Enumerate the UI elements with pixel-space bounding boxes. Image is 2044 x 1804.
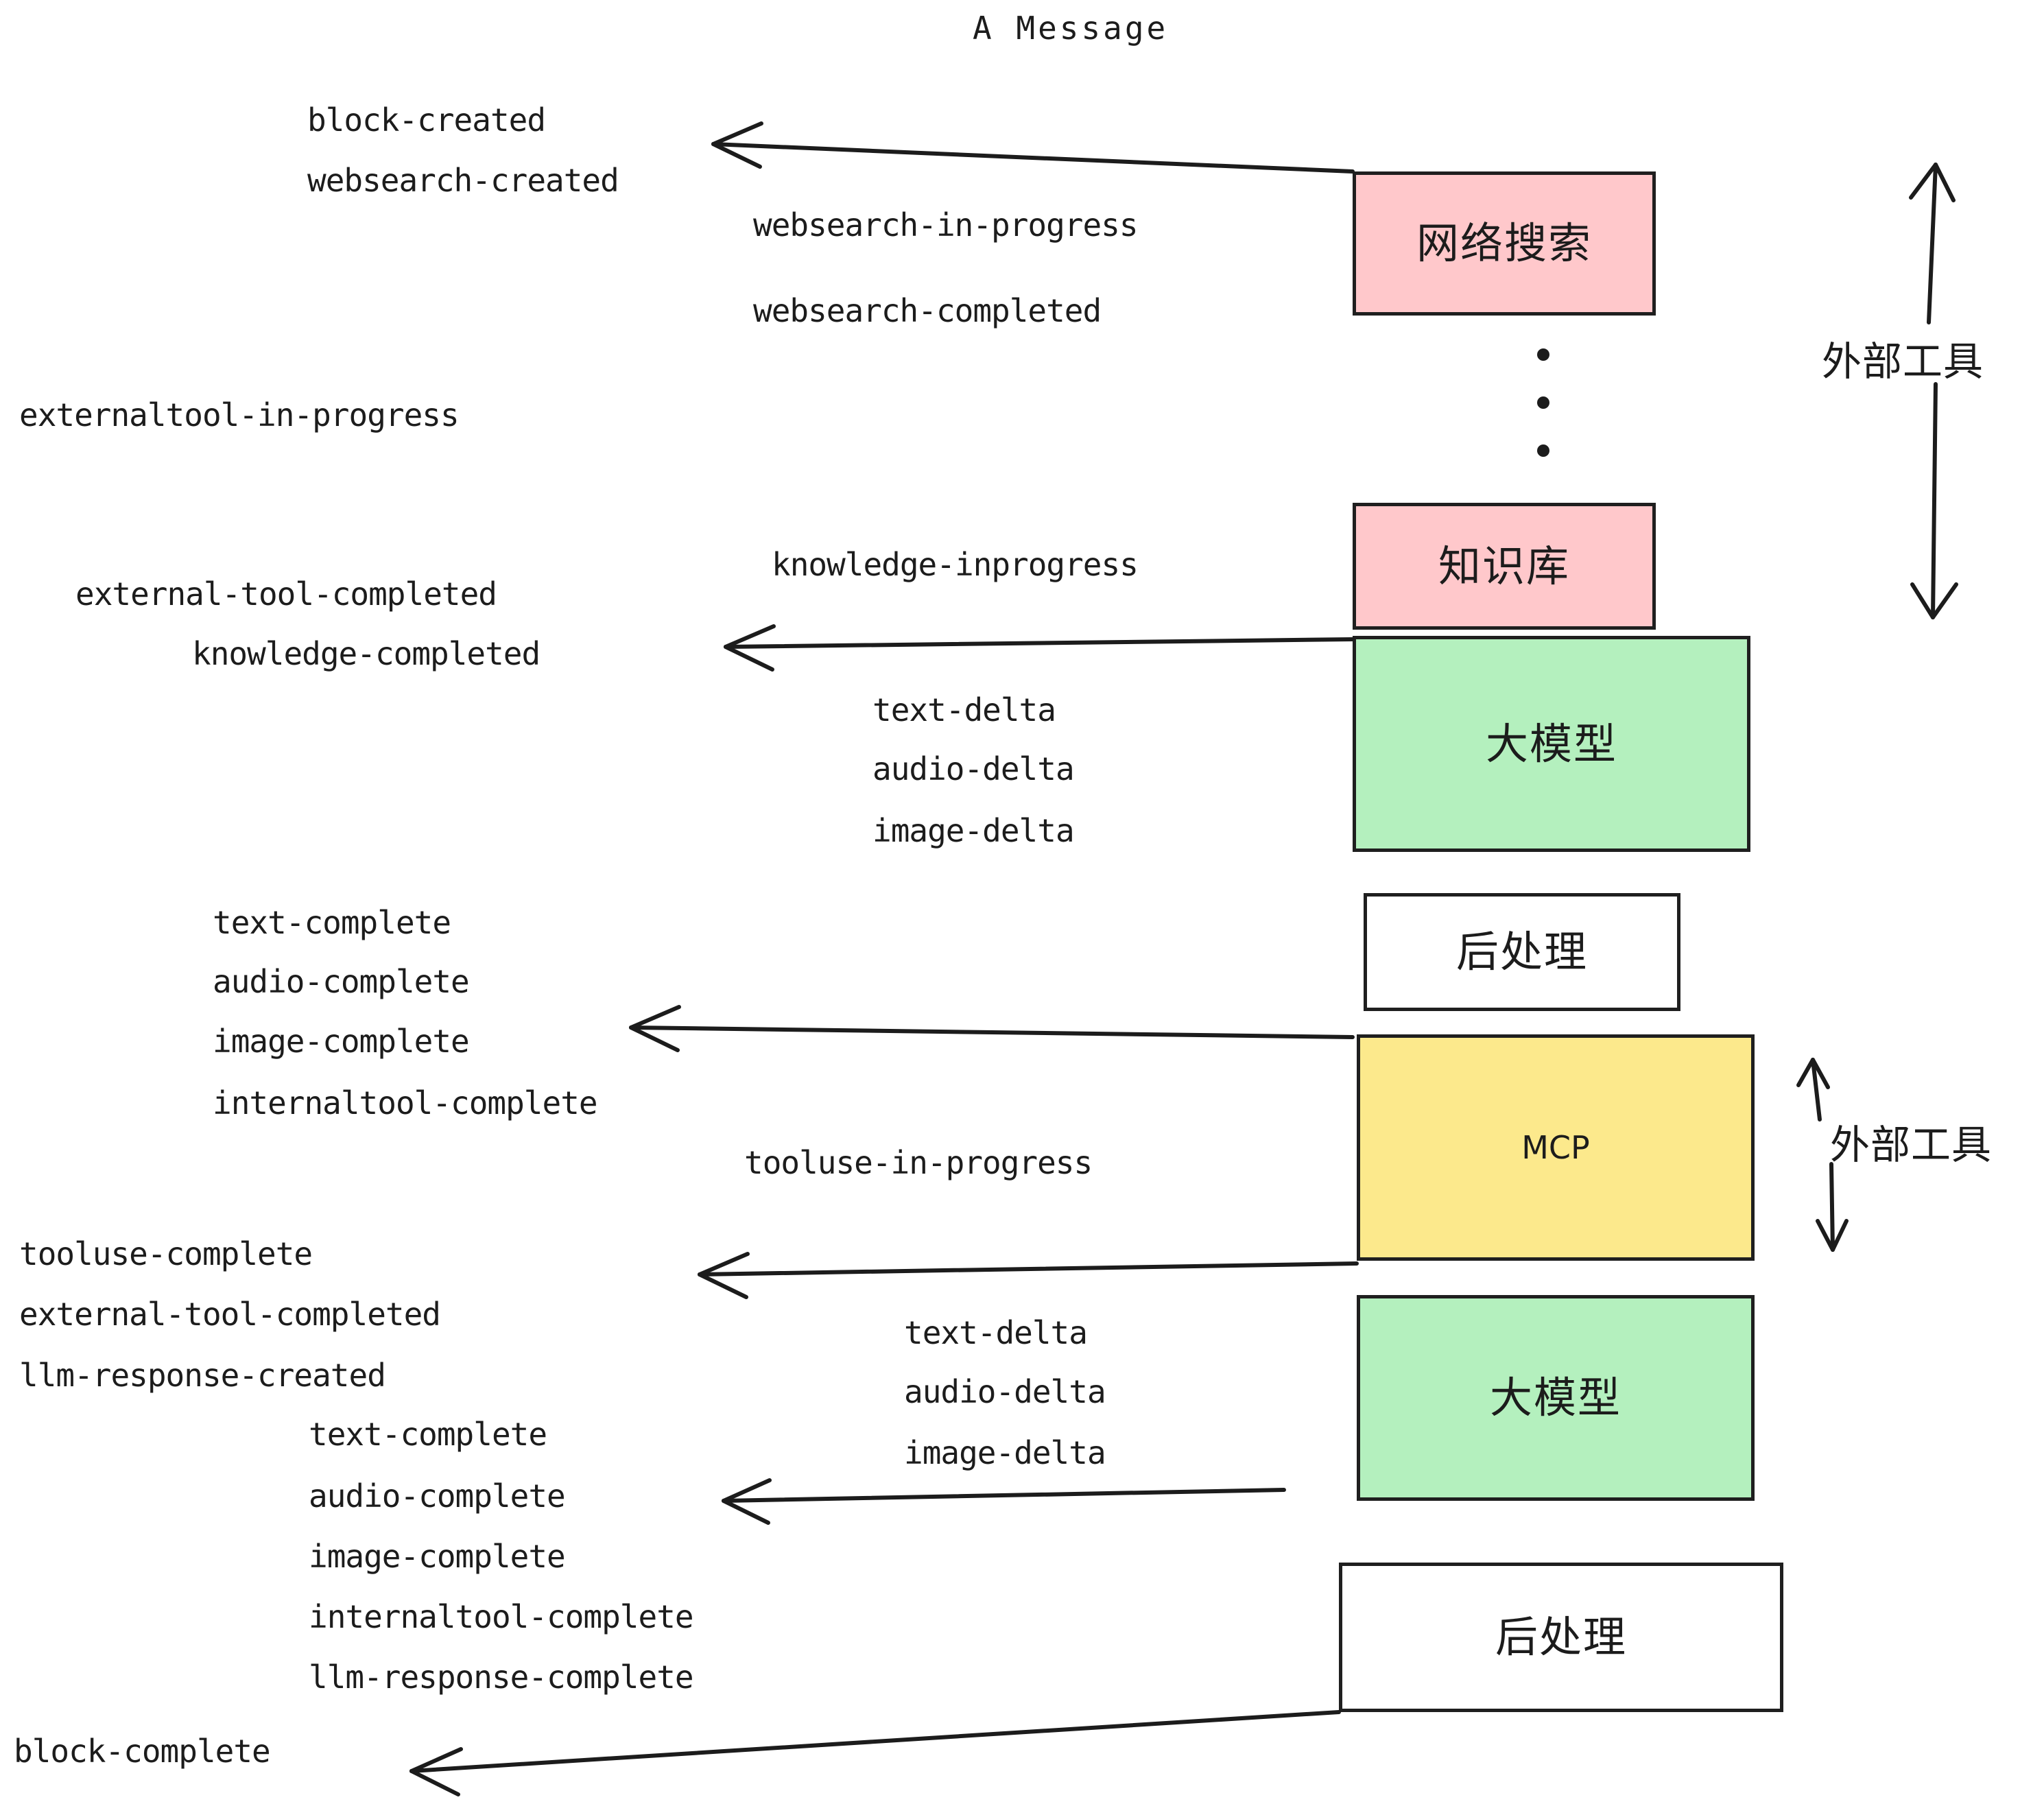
event-text-delta-1: text-delta (872, 691, 1056, 728)
event-tooluse-complete: tooluse-complete (19, 1235, 313, 1272)
box-llm-top-label: 大模型 (1485, 718, 1617, 769)
event-text-delta-2: text-delta (904, 1314, 1088, 1351)
box-postprocess-top[interactable]: 后处理 (1364, 893, 1680, 1011)
event-block-created: block-created (307, 102, 546, 139)
event-audio-delta-2: audio-delta (904, 1373, 1106, 1410)
event-audio-complete-2: audio-complete (309, 1477, 566, 1515)
event-knowledge-inprogress: knowledge-inprogress (772, 546, 1139, 583)
arrow-websearch-to-created (711, 121, 1355, 174)
event-audio-complete-1: audio-complete (213, 963, 470, 1000)
event-knowledge-completed: knowledge-completed (192, 635, 540, 672)
arrow-scope-top-up (1909, 163, 1956, 324)
box-postprocess-top-label: 后处理 (1455, 927, 1588, 977)
box-postprocess-bottom-label: 后处理 (1495, 1612, 1627, 1662)
box-mcp-label: MCP (1521, 1129, 1590, 1166)
arrow-mcp-to-tooluse-complete (698, 1252, 1359, 1299)
event-externaltool-in-progress: externaltool-in-progress (19, 396, 460, 434)
event-external-tool-completed-1: external-tool-completed (75, 575, 497, 613)
arrow-knowledge-to-completed (724, 624, 1355, 672)
scope-label-external-tool-bottom: 外部工具 (1830, 1121, 1993, 1168)
box-websearch-label: 网络搜索 (1416, 218, 1592, 268)
box-llm-top[interactable]: 大模型 (1353, 636, 1750, 852)
box-knowledge[interactable]: 知识库 (1353, 503, 1656, 630)
box-postprocess-bottom[interactable]: 后处理 (1339, 1563, 1783, 1712)
scope-label-external-tool-top: 外部工具 (1822, 338, 1984, 385)
arrow-scope-bottom-up (1796, 1058, 1830, 1121)
ellipsis-dot (1537, 348, 1549, 361)
event-text-complete-2: text-complete (309, 1416, 547, 1453)
event-llm-response-complete: llm-response-complete (309, 1659, 694, 1696)
event-image-complete-1: image-complete (213, 1023, 470, 1060)
arrow-llm-top-to-complete (629, 1005, 1355, 1052)
ellipsis-dot (1537, 396, 1549, 409)
event-image-delta-1: image-delta (872, 812, 1075, 849)
ellipsis-dot (1537, 444, 1549, 457)
event-audio-delta-1: audio-delta (872, 750, 1075, 787)
event-llm-response-created: llm-response-created (19, 1357, 386, 1394)
box-llm-bottom[interactable]: 大模型 (1357, 1295, 1755, 1501)
arrow-scope-bottom-down (1816, 1162, 1849, 1252)
arrow-postprocess-to-block-complete (409, 1710, 1341, 1796)
event-image-complete-2: image-complete (309, 1538, 566, 1575)
box-mcp[interactable]: MCP (1357, 1034, 1755, 1261)
event-internaltool-complete-1: internaltool-complete (213, 1084, 598, 1121)
event-tooluse-in-progress: tooluse-in-progress (744, 1144, 1093, 1181)
event-external-tool-completed-2: external-tool-completed (19, 1296, 441, 1333)
arrow-scope-top-down (1910, 382, 1958, 619)
box-llm-bottom-label: 大模型 (1489, 1373, 1621, 1423)
box-knowledge-label: 知识库 (1438, 541, 1570, 591)
event-websearch-created: websearch-created (307, 162, 619, 199)
box-websearch[interactable]: 网络搜索 (1353, 171, 1656, 316)
event-image-delta-2: image-delta (904, 1434, 1106, 1471)
event-websearch-completed: websearch-completed (753, 292, 1102, 329)
arrow-llm-bottom-to-audio-complete (722, 1478, 1286, 1525)
event-text-complete-1: text-complete (213, 904, 451, 941)
event-internaltool-complete-2: internaltool-complete (309, 1598, 694, 1635)
event-block-complete: block-complete (14, 1733, 271, 1770)
diagram-title: A Message (973, 10, 1169, 47)
event-websearch-in-progress: websearch-in-progress (753, 206, 1139, 244)
